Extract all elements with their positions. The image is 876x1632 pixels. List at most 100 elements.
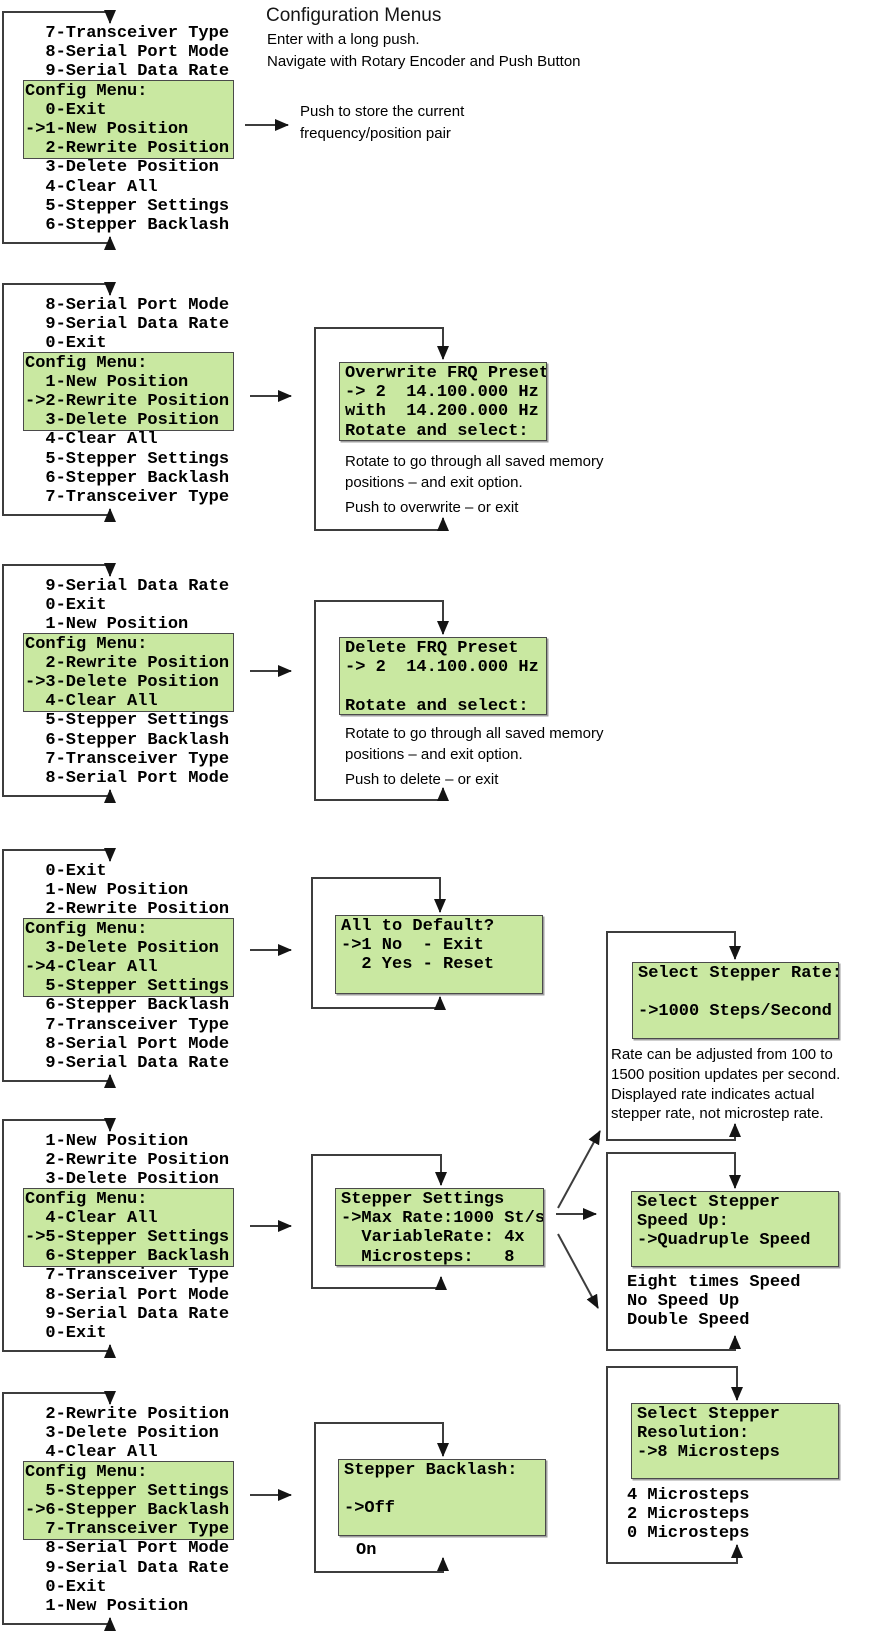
menu-item: ->6-Stepper Backlash bbox=[25, 1500, 230, 1520]
lcd-line bbox=[638, 983, 838, 1002]
header-subtitle-enter: Enter with a long push. bbox=[267, 31, 420, 48]
menu-item: 8-Serial Port Mode bbox=[25, 768, 230, 788]
caption-line: Rotate to go through all saved memory bbox=[345, 725, 604, 742]
screen-wrap-loop-arrow bbox=[606, 931, 741, 1141]
lcd-stepper-backlash: Stepper Backlash:->Off bbox=[338, 1459, 546, 1536]
menu-highlight bbox=[23, 918, 234, 998]
lcd-line: All to Default? bbox=[341, 917, 495, 936]
screen-wrap-loop-arrow bbox=[314, 1422, 449, 1573]
menu-item: 0-Exit bbox=[25, 100, 107, 120]
config-menu-clear-all: 0-Exit 1-New Position 2-Rewrite Position… bbox=[0, 862, 256, 1073]
lcd-line: ->1 No - Exit bbox=[341, 936, 484, 956]
lcd-line: with 14.200.000 Hz bbox=[345, 402, 539, 422]
menu-item: 3-Delete Position bbox=[25, 938, 219, 958]
menu-item: 0-Exit bbox=[25, 596, 107, 616]
menu-item: Config Menu: bbox=[25, 919, 148, 939]
menu-item: 9-Serial Data Rate bbox=[25, 1053, 230, 1073]
menu-item: ->4-Clear All bbox=[25, 957, 158, 977]
lcd-all-to-default: All to Default?->1 No - Exit 2 Yes - Res… bbox=[335, 915, 543, 994]
menu-highlight bbox=[23, 352, 234, 432]
menu-item: 5-Stepper Settings bbox=[25, 449, 230, 469]
caption-paragraph: Push to delete – or exit bbox=[345, 769, 603, 790]
menu-item: 0-Exit bbox=[25, 1577, 107, 1597]
menu-item: 7-Transceiver Type bbox=[25, 24, 230, 43]
menu-item: 9-Serial Data Rate bbox=[25, 1304, 230, 1324]
menu-item: 7-Transceiver Type bbox=[25, 1266, 230, 1286]
menu-item: 1-New Position bbox=[25, 1132, 189, 1151]
menu-item: 8-Serial Port Mode bbox=[25, 1539, 230, 1559]
menu-item: 3-Delete Position bbox=[25, 411, 219, 431]
screen-wrap-loop-arrow bbox=[314, 327, 449, 531]
menu-wrap-loop-arrow bbox=[2, 10, 116, 250]
option-item: 0 Microsteps bbox=[627, 1524, 750, 1544]
menu-item: 9-Serial Data Rate bbox=[25, 1558, 230, 1578]
menu-item: 5-Stepper Settings bbox=[25, 711, 230, 731]
lcd-line: ->8 Microsteps bbox=[637, 1443, 780, 1463]
menu-item: 1-New Position bbox=[25, 1596, 189, 1616]
caption-paragraph: Push to overwrite – or exit bbox=[345, 497, 603, 518]
menu-item: 2-Rewrite Position bbox=[25, 1405, 230, 1424]
option-item: On bbox=[356, 1541, 377, 1560]
lcd-line: Select Stepper Rate: bbox=[638, 964, 839, 983]
menu-item: 0-Exit bbox=[25, 1323, 107, 1343]
caption-line: positions – and exit option. bbox=[345, 474, 523, 491]
menu-item: 0-Exit bbox=[25, 862, 107, 881]
menu-item: 4-Clear All bbox=[25, 1208, 158, 1228]
menu-item: 2-Rewrite Position bbox=[25, 139, 230, 159]
menu-highlight bbox=[23, 633, 234, 713]
lcd-line bbox=[637, 1463, 838, 1478]
menu-item: Config Menu: bbox=[25, 1189, 148, 1209]
menu-item: 4-Clear All bbox=[25, 430, 158, 450]
page-title: Configuration Menus bbox=[266, 5, 442, 26]
lcd-line bbox=[341, 975, 542, 993]
store-note: Push to store the current frequency/posi… bbox=[300, 101, 464, 145]
config-menu-stepper-backlash: 2-Rewrite Position 3-Delete Position 4-C… bbox=[0, 1405, 256, 1616]
lcd-line: ->1000 Steps/Second bbox=[638, 1002, 832, 1022]
lcd-line: ->Max Rate:1000 St/s bbox=[341, 1209, 544, 1229]
lcd-line bbox=[345, 677, 546, 696]
lcd-line: -> 2 14.100.000 Hz bbox=[345, 658, 539, 678]
menu-wrap-loop-arrow bbox=[2, 848, 116, 1088]
menu-item: ->5-Stepper Settings bbox=[25, 1227, 230, 1247]
lcd-line: Overwrite FRQ Preset bbox=[345, 364, 547, 383]
menu-item: 7-Transceiver Type bbox=[25, 1015, 230, 1035]
flow-arrow bbox=[557, 1233, 599, 1309]
caption-line: Rotate to go through all saved memory bbox=[345, 453, 604, 470]
menu-item: 2-Rewrite Position bbox=[25, 900, 230, 920]
config-menu-delete-position: 9-Serial Data Rate 0-Exit 1-New Position… bbox=[0, 577, 256, 788]
menu-item: 1-New Position bbox=[25, 615, 189, 635]
menu-item: 6-Stepper Backlash bbox=[25, 468, 230, 488]
caption-line: Push to overwrite – or exit bbox=[345, 499, 519, 516]
menu-item: 7-Transceiver Type bbox=[25, 749, 230, 769]
lcd-stepper-settings: Stepper Settings->Max Rate:1000 St/s Var… bbox=[335, 1188, 544, 1266]
menu-item: Config Menu: bbox=[25, 81, 148, 101]
menu-item: Config Menu: bbox=[25, 1462, 148, 1482]
lcd-line: Rotate and select: bbox=[345, 421, 529, 441]
option-item: 2 Microsteps bbox=[627, 1505, 750, 1525]
menu-wrap-loop-arrow bbox=[2, 282, 116, 522]
menu-item: 2-Rewrite Position bbox=[25, 653, 230, 673]
menu-wrap-loop-arrow bbox=[2, 563, 116, 803]
flow-arrow bbox=[557, 1130, 601, 1209]
caption-paragraph: Rotate to go through all saved memory pos… bbox=[345, 451, 603, 493]
menu-item: 9-Serial Data Rate bbox=[25, 62, 230, 82]
menu-item: 1-New Position bbox=[25, 372, 189, 392]
lcd-select-stepper-rate: Select Stepper Rate: ->1000 Steps/Second bbox=[632, 962, 839, 1039]
menu-item: 4-Clear All bbox=[25, 1443, 158, 1463]
menu-item: 4-Clear All bbox=[25, 177, 158, 197]
option-item: No Speed Up bbox=[627, 1292, 740, 1312]
menu-item: 8-Serial Port Mode bbox=[25, 296, 230, 315]
lcd-line: Rotate and select: bbox=[345, 696, 529, 715]
store-note-line: frequency/position pair bbox=[300, 125, 451, 142]
screen-wrap-loop-arrow bbox=[311, 1154, 447, 1290]
caption-line: 1500 position updates per second. bbox=[611, 1065, 841, 1083]
lcd-line bbox=[638, 1022, 838, 1038]
lcd-line: Select Stepper bbox=[637, 1405, 780, 1424]
